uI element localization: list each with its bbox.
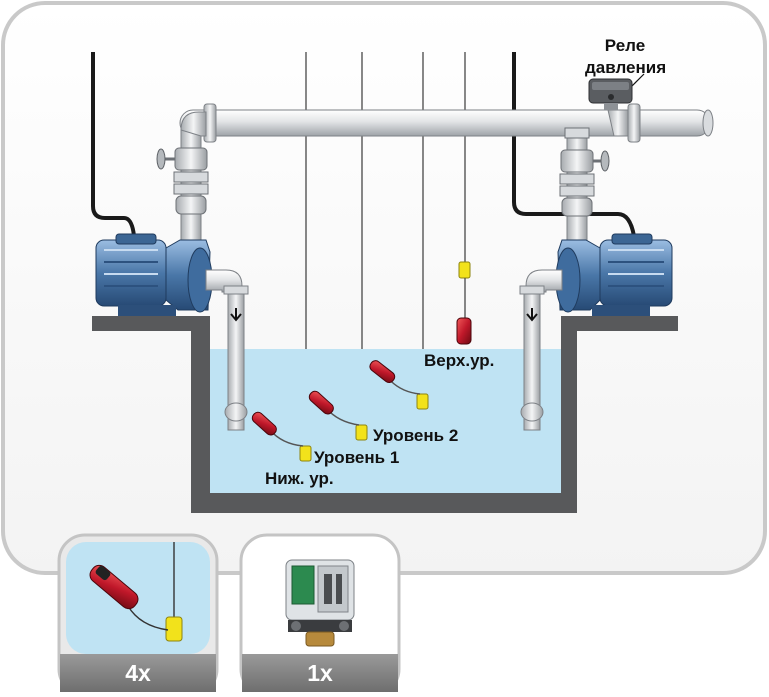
pump-left: [95, 233, 213, 316]
pressure-relay-label-line1: Реле: [604, 36, 646, 55]
float-switch-top: [456, 261, 472, 345]
pressure-relay-label: Реле давления: [585, 35, 667, 79]
legend-card-float-switch: [57, 533, 219, 697]
float-switch-level2: [369, 360, 429, 410]
level-1-label: Уровень 1: [314, 448, 400, 467]
pump-right: [555, 233, 673, 316]
pump-power-cable-left: [91, 52, 136, 237]
pressure-relay-label-line2: давления: [585, 58, 667, 77]
float-switch-level1: [308, 390, 368, 441]
pressure-relay-photo: [285, 559, 355, 647]
float-switch-low: [251, 411, 312, 462]
discharge-manifold: [179, 103, 714, 143]
float-switch-count: 4x: [125, 660, 151, 686]
top-level-label: Верх.ур.: [424, 351, 495, 370]
suction-pipe-right: [519, 269, 563, 431]
pump-power-cable-right: [512, 52, 636, 237]
level-2-label: Уровень 2: [373, 426, 459, 445]
suction-pipe-left: [205, 269, 249, 431]
pressure-relay-count: 1x: [307, 660, 333, 686]
pressure-relay: [588, 73, 645, 110]
right-riser: [559, 127, 610, 243]
low-level-label: Ниж. ур.: [265, 469, 334, 488]
